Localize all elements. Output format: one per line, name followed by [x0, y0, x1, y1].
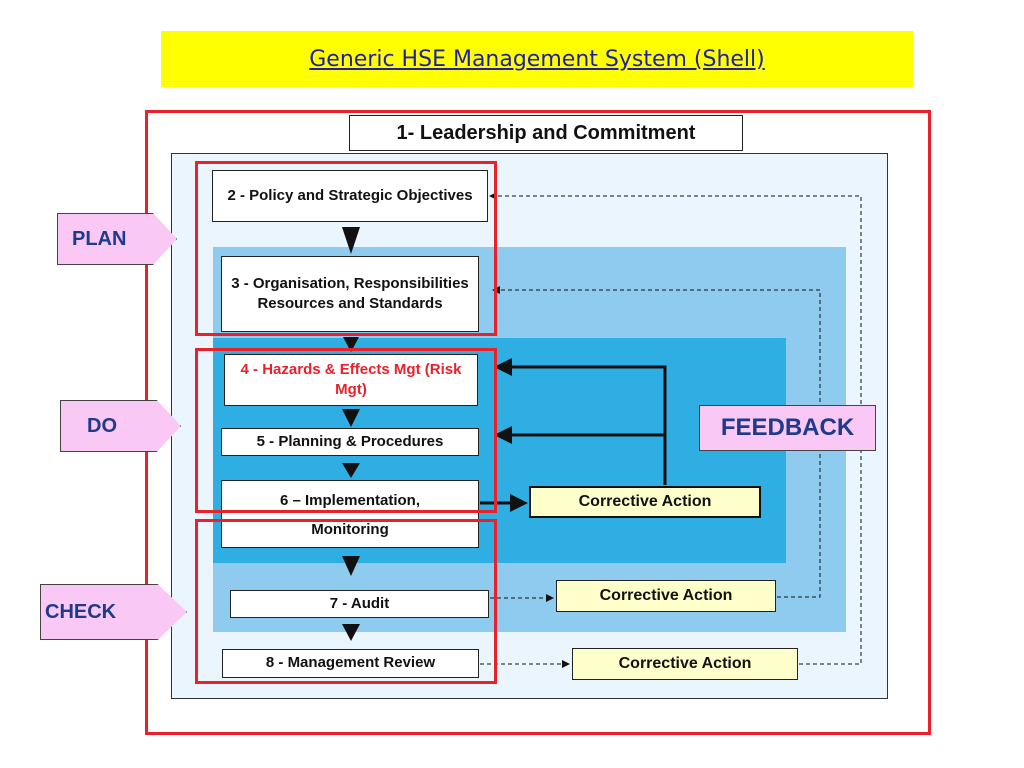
thick-feedback-loop	[494, 358, 667, 485]
corrective-action-do: Corrective Action	[529, 486, 761, 518]
down-arrow-6-7	[342, 556, 360, 576]
step-hazards: 4 - Hazards & Effects Mgt (Risk Mgt)	[224, 354, 478, 406]
corrective-action-audit: Corrective Action	[556, 580, 776, 612]
plan-label: PLAN	[72, 227, 127, 250]
corrective-action-review: Corrective Action	[572, 648, 798, 680]
do-tag: DO	[60, 400, 181, 452]
plan-group-frame	[195, 161, 497, 336]
down-arrow-3-4	[343, 337, 359, 352]
diagram-title: Generic HSE Management System (Shell)	[309, 46, 765, 72]
down-arrow-5-6	[342, 463, 360, 478]
down-arrow-2-3	[342, 227, 360, 254]
do-label: DO	[87, 414, 117, 437]
step-management-review: 8 - Management Review	[222, 649, 479, 678]
step-audit: 7 - Audit	[230, 590, 489, 618]
plan-tag: PLAN	[57, 213, 177, 265]
check-label: CHECK	[45, 600, 117, 623]
do-group-frame	[195, 348, 497, 513]
check-tag: CHECK	[40, 584, 187, 640]
leadership-box: 1- Leadership and Commitment	[349, 115, 743, 151]
step-planning: 5 - Planning & Procedures	[221, 428, 479, 456]
step-implementation-line1: 6 – Implementation,	[279, 492, 421, 509]
down-arrow-4-5	[342, 409, 360, 427]
feedback-label: FEEDBACK	[699, 405, 876, 451]
step-policy: 2 - Policy and Strategic Objectives	[212, 170, 488, 222]
down-arrow-7-8	[342, 624, 360, 641]
title-banner: Generic HSE Management System (Shell)	[161, 31, 913, 87]
step-organisation: 3 - Organisation, Responsibilities Resou…	[221, 256, 479, 332]
step-implementation: 6 – Implementation, Monitoring	[221, 480, 479, 548]
check-group-frame	[195, 519, 497, 684]
step-implementation-line2: Monitoring	[311, 521, 389, 539]
